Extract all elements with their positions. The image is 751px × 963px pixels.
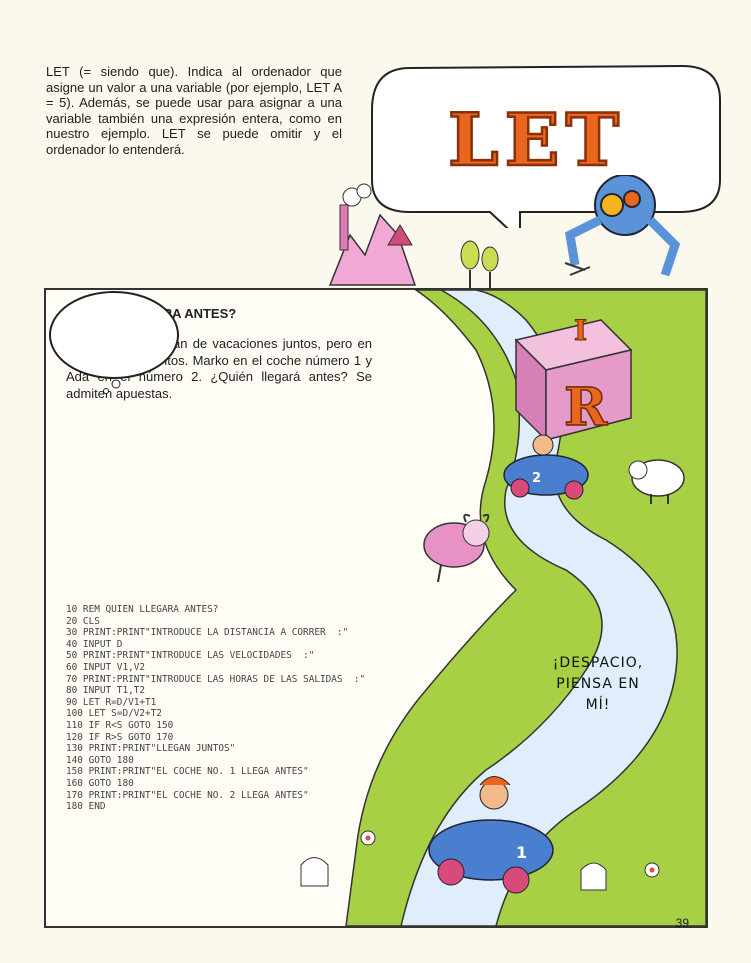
code-line: 150 PRINT:PRINT"EL COCHE NO. 1 LLEGA ANT… — [66, 766, 309, 778]
code-line: 60 INPUT V1,V2 — [66, 661, 146, 673]
code-line: 50 PRINT:PRINT"INTRODUCE LAS VELOCIDADES… — [66, 650, 315, 662]
speech-bubble-illustration: LET — [371, 64, 721, 228]
thought-bubble — [49, 291, 179, 394]
let-title: LET — [448, 97, 625, 182]
factory-illustration — [328, 183, 417, 286]
code-line: 70 PRINT:PRINT"INTRODUCE LAS HORAS DE LA… — [66, 673, 366, 685]
code-line: 10 REM QUIEN LLEGARA ANTES? — [66, 604, 219, 615]
code-line: 170 PRINT:PRINT"EL COCHE NO. 2 LLEGA ANT… — [66, 789, 309, 801]
code-line: 80 INPUT T1,T2 — [66, 685, 146, 697]
code-line: 100 LET S=D/V2+T2 — [66, 708, 162, 720]
thought-line: ¡DESPACIO, — [552, 655, 644, 671]
svg-text:2: 2 — [532, 471, 541, 486]
code-line: 180 END — [66, 801, 106, 813]
code-line: 40 INPUT D — [66, 638, 123, 650]
page-number: 39 — [675, 916, 689, 930]
code-line: 120 IF R>S GOTO 170 — [66, 731, 174, 743]
code-line: 110 IF R<S GOTO 150 — [66, 719, 174, 731]
thought-line: MÍ! — [585, 697, 611, 713]
code-line: 30 PRINT:PRINT"INTRODUCE LA DISTANCIA A … — [66, 627, 349, 639]
svg-text:R: R — [564, 377, 608, 438]
intro-paragraph: LET (= siendo que). Indica al ordenador … — [46, 64, 342, 158]
svg-text:1: 1 — [516, 843, 527, 862]
trees-illustration — [460, 240, 499, 290]
road-illustration: R I 2 1 — [300, 290, 706, 926]
code-line: 130 PRINT:PRINT"LLEGAN JUNTOS" — [66, 743, 236, 755]
cow-illustration — [423, 513, 490, 583]
flowers-illustration — [360, 830, 660, 878]
car-2-illustration: 2 — [503, 434, 589, 500]
sheep-illustration — [628, 459, 685, 504]
milestones-illustration — [300, 857, 607, 891]
svg-text:I: I — [574, 314, 587, 347]
letter-box-illustration: R I — [514, 314, 633, 442]
code-line: 140 GOTO 180 — [66, 754, 134, 766]
thought-text: ¡DESPACIO, PIENSA EN MÍ! — [541, 653, 655, 716]
robot-illustration — [564, 175, 681, 277]
program-panel: R I 2 1 — [44, 288, 708, 928]
intro-text: LET (= siendo que). Indica al ordenador … — [46, 64, 342, 157]
car-1-illustration: 1 — [428, 776, 554, 894]
code-line: 20 CLS — [66, 615, 100, 627]
thought-line: PIENSA EN — [556, 676, 640, 692]
top-illustration — [328, 175, 681, 290]
code-line: 90 LET R=D/V1+T1 — [66, 696, 157, 708]
code-line: 160 GOTO 180 — [66, 777, 134, 789]
